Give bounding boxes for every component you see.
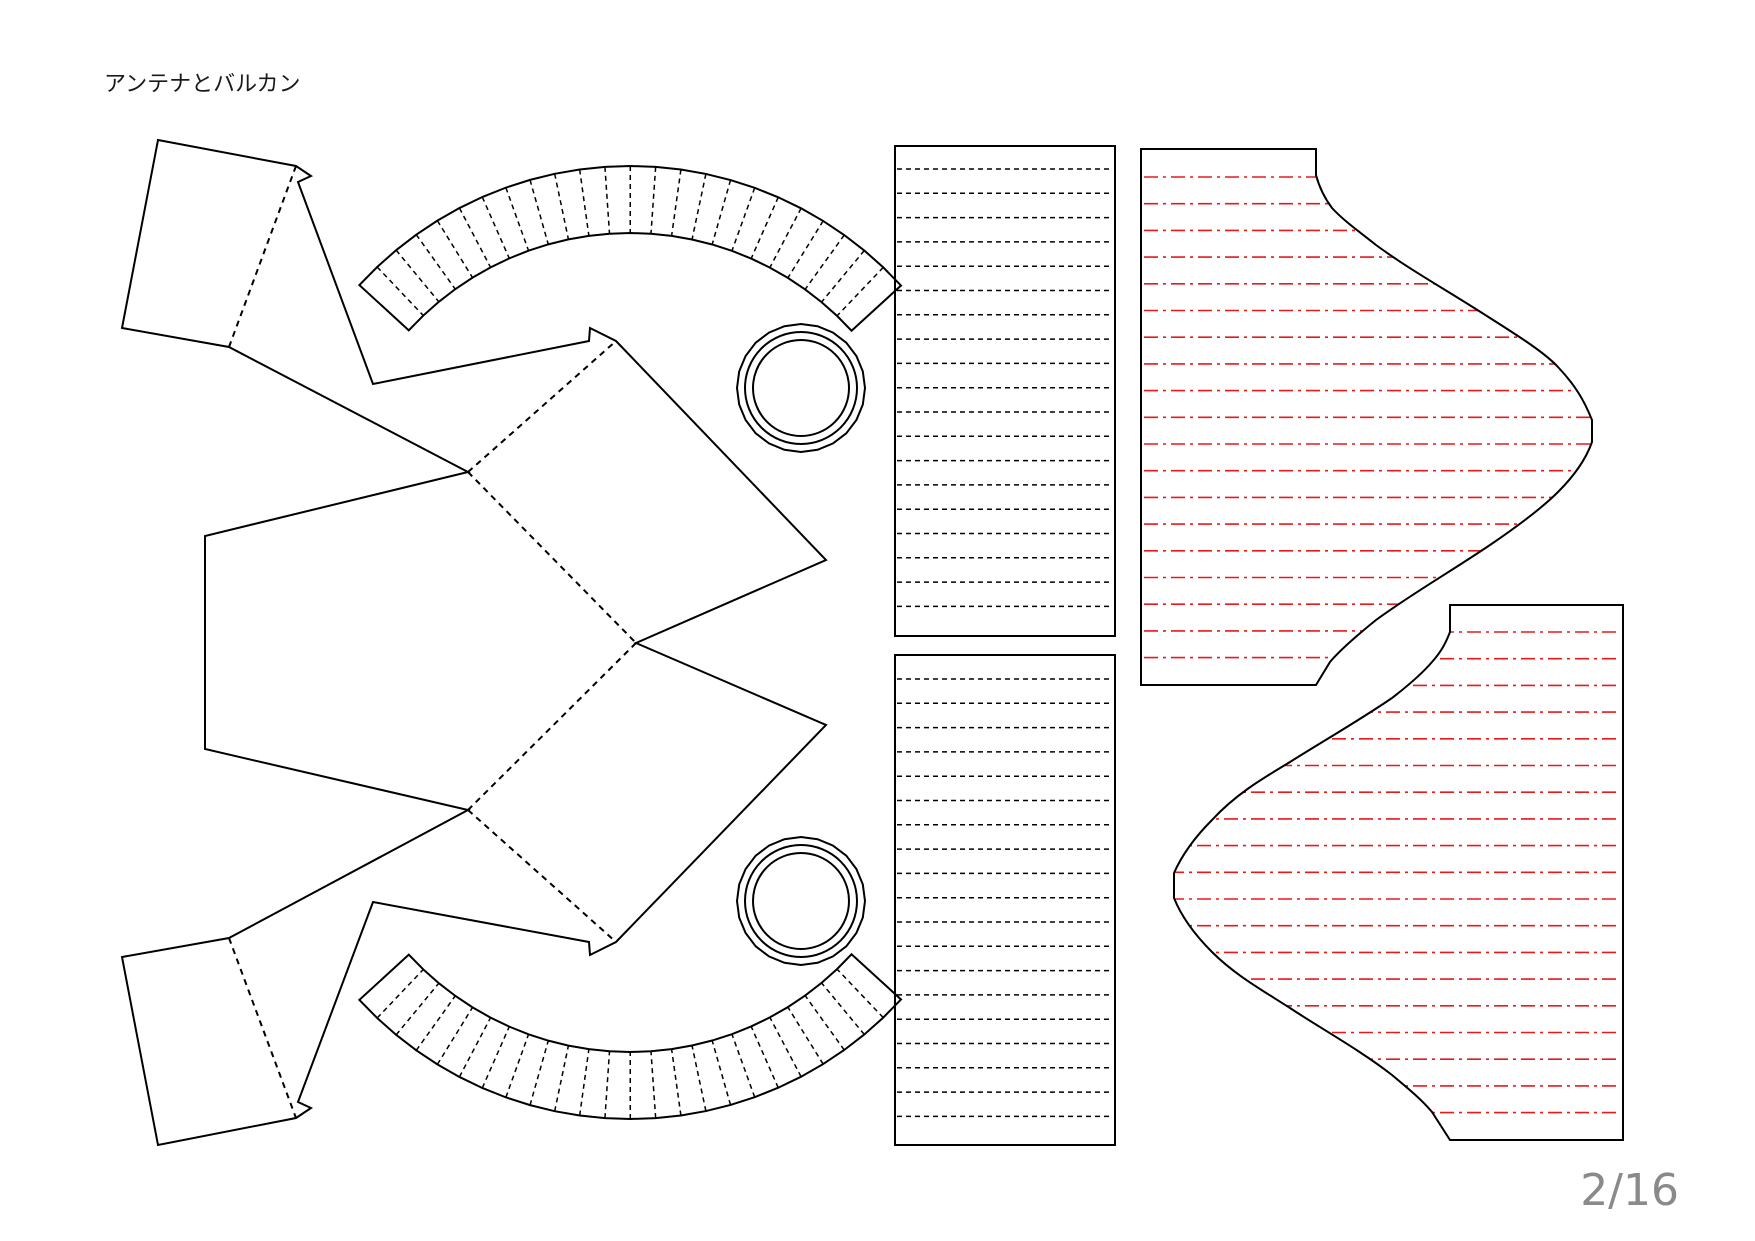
arc-fold-line (505, 1034, 530, 1098)
arc-fold-line (481, 196, 510, 259)
antenna-base-outline (120, 138, 828, 1147)
arc-fold-line (529, 1040, 550, 1106)
arc-fold-line (836, 266, 884, 317)
arc-fold-line (529, 179, 550, 245)
arc-fold-line (787, 220, 824, 279)
arc-fold-line (769, 207, 802, 268)
arc-fold-line (650, 1051, 657, 1119)
arc-fold-line (553, 173, 570, 240)
arc-fold-line (395, 982, 440, 1036)
sheet-title: アンテナとバルカン (104, 72, 301, 97)
ring-outer-outline (735, 835, 867, 967)
curved-panel-outline (1173, 604, 1624, 1141)
antenna-base-part (120, 138, 828, 1147)
arc-fold-line (836, 968, 884, 1019)
arc-fold-line (711, 1040, 732, 1106)
rectangle-strip-top (894, 145, 1116, 637)
ring-outer-outline (735, 322, 867, 454)
arc-fold-line (731, 1033, 756, 1098)
arc-fold-line (691, 1045, 707, 1112)
arc-fold-line (436, 1006, 474, 1065)
arc-fold-line (711, 179, 732, 245)
antenna-base-fold-lines (228, 165, 637, 1119)
arc-fold-line (769, 1017, 802, 1078)
ring-part-top (735, 322, 867, 454)
curved-panel-outline (1140, 148, 1593, 686)
arc-fold-line (376, 968, 424, 1019)
arc-fold-line (415, 234, 456, 290)
arc-fold-line (820, 250, 865, 303)
arc-fold-line (481, 1026, 510, 1089)
arc-fold-line (458, 1017, 492, 1078)
arc-strip-outline (357, 952, 903, 1121)
arc-fold-line (415, 995, 456, 1051)
arc-fold-line (670, 169, 682, 237)
arc-fold-line (376, 266, 424, 317)
ring-inner-outline (752, 339, 850, 437)
arc-fold-line (578, 1049, 590, 1116)
arc-fold-line (670, 1048, 682, 1116)
arc-strip-outline (357, 164, 903, 333)
arc-fold-line (820, 982, 865, 1035)
arc-strip-top (357, 164, 903, 333)
arc-strip-bottom (357, 952, 903, 1121)
arc-fold-line (691, 173, 707, 240)
arc-fold-line (604, 1051, 611, 1119)
rectangle-outline (894, 145, 1116, 637)
arc-fold-line (787, 1006, 824, 1065)
arc-fold-line (436, 220, 474, 279)
page-number: 2/16 (1580, 1165, 1679, 1216)
arc-fold-line (604, 166, 611, 234)
ring-part-bottom (735, 835, 867, 967)
arc-fold-line (553, 1045, 570, 1112)
ring-middle-outline (744, 844, 858, 958)
arc-fold-line (505, 187, 530, 251)
arc-fold-line (395, 249, 440, 303)
arc-fold-line (804, 995, 845, 1051)
rectangle-strip-bottom (894, 654, 1116, 1146)
arc-fold-line (458, 207, 492, 268)
ring-middle-outline (744, 331, 858, 445)
arc-fold-line (578, 169, 590, 236)
arc-fold-line (650, 166, 657, 234)
arc-fold-line (804, 234, 845, 290)
ring-inner-outline (752, 852, 850, 950)
arc-fold-line (731, 187, 756, 252)
rectangle-outline (894, 654, 1116, 1146)
arc-fold-line (750, 1026, 779, 1089)
arc-fold-line (750, 196, 779, 259)
